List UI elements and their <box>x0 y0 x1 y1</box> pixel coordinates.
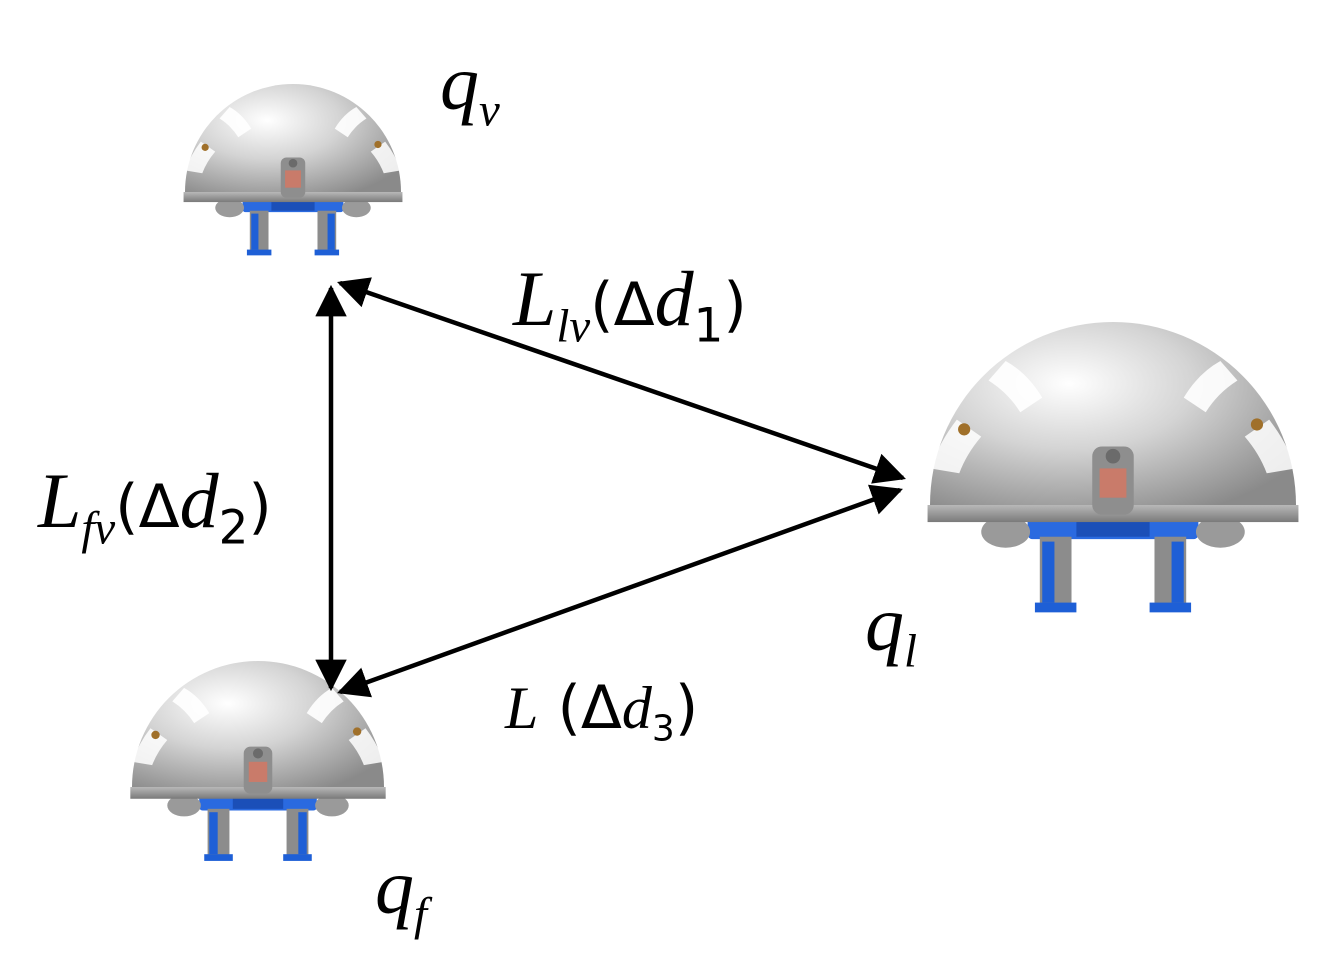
robot-label-f: qf <box>375 843 428 941</box>
link-label-lv: Llv(Δd1) <box>513 255 747 354</box>
link-label-fv: Lfv(Δd2) <box>38 457 272 556</box>
arrow-lv <box>337 277 906 484</box>
link-label-fl: L (Δd3) <box>505 673 699 750</box>
robot-l-icon <box>927 322 1299 613</box>
robot-label-v: qv <box>440 39 500 137</box>
robot-label-l: ql <box>865 580 918 678</box>
arrow-fl <box>337 484 903 698</box>
robot-v-icon <box>183 84 403 256</box>
